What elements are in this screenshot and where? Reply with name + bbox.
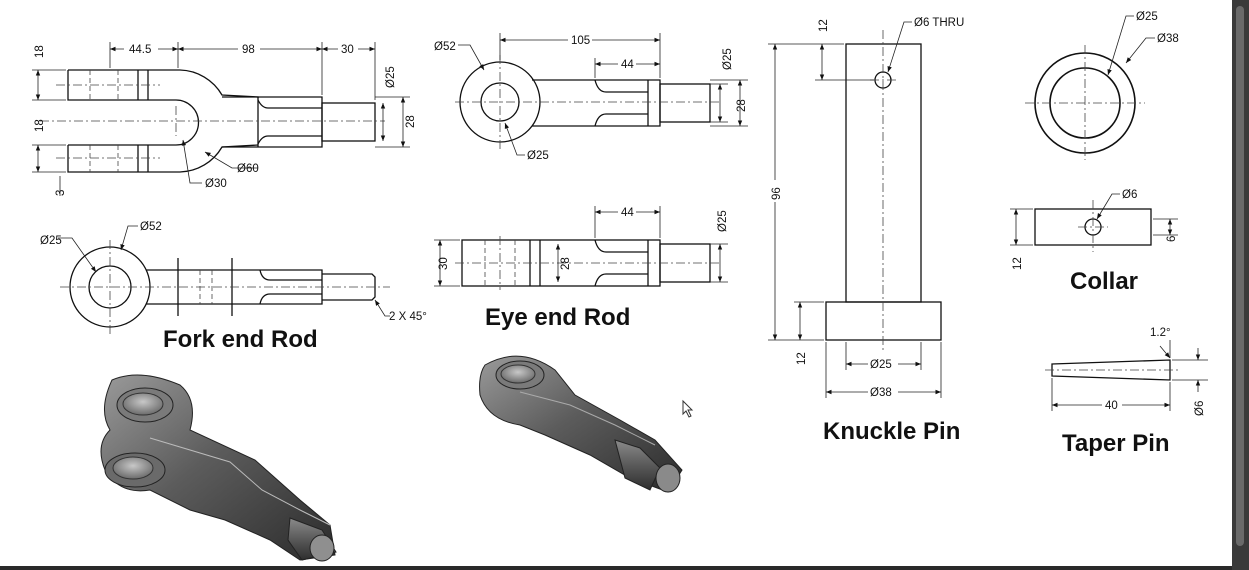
dim-dia-52-front: Ø52 xyxy=(140,221,162,233)
dim-96: 96 xyxy=(771,187,783,200)
dim-6-collar: 6 xyxy=(1166,236,1178,242)
dim-dia-60: Ø60 xyxy=(237,163,259,175)
dim-30: 30 xyxy=(341,44,354,56)
dim-dia-25-knuckle: Ø25 xyxy=(870,359,892,371)
title-knuckle-pin: Knuckle Pin xyxy=(823,418,960,445)
dim-taper-angle: 1.2° xyxy=(1150,327,1171,339)
dim-12-knuckle-bottom: 12 xyxy=(796,352,808,365)
dim-18-top: 18 xyxy=(34,45,46,58)
dim-chamfer: 2 X 45° xyxy=(389,311,427,323)
dim-44-top: 44 xyxy=(621,59,634,71)
dim-3: 3 xyxy=(55,190,67,196)
dim-dia-38-knuckle: Ø38 xyxy=(870,387,892,399)
dim-dia-25: Ø25 xyxy=(385,66,397,88)
dim-dia-30: Ø30 xyxy=(205,178,227,190)
dim-18-bottom: 18 xyxy=(34,119,46,132)
dim-dia-38-collar: Ø38 xyxy=(1157,33,1179,45)
dim-28: 28 xyxy=(405,115,417,128)
dim-12-knuckle-top: 12 xyxy=(818,19,830,32)
title-collar: Collar xyxy=(1070,268,1138,295)
dim-dia-6-collar: Ø6 xyxy=(1122,189,1137,201)
fork-end-rod-front-view: Ø25 Ø52 2 X 45° Fork end Rod xyxy=(40,221,427,353)
dim-98: 98 xyxy=(242,44,255,56)
fork-end-rod-top-view: 44.5 98 30 18 18 3 Ø25 28 Ø60 Ø30 xyxy=(32,42,417,196)
dim-dia-25-front: Ø25 xyxy=(40,235,62,247)
dim-44-5: 44.5 xyxy=(129,44,151,56)
dim-40-taper: 40 xyxy=(1105,400,1118,412)
title-fork-end-rod: Fork end Rod xyxy=(163,326,318,353)
dim-28-bottom: 28 xyxy=(560,257,572,270)
scrollbar-thumb[interactable] xyxy=(1236,6,1244,546)
mouse-cursor-icon xyxy=(682,399,694,418)
eye-end-rod-top-view: 105 44 Ø52 Ø25 Ø25 28 xyxy=(434,33,748,162)
dim-dia-52: Ø52 xyxy=(434,41,456,53)
eye-end-rod-3d-render xyxy=(479,355,683,493)
title-eye-end-rod: Eye end Rod xyxy=(485,304,630,331)
taper-pin-view: 1.2° 40 Ø6 Taper Pin xyxy=(1045,327,1208,457)
dim-12-collar: 12 xyxy=(1012,257,1024,270)
knuckle-pin-view: 12 96 12 Ø6 THRU Ø25 Ø38 Knuckle Pin xyxy=(768,17,964,445)
dim-dia-25-bottom: Ø25 xyxy=(717,210,729,232)
dim-dia-25-top: Ø25 xyxy=(722,48,734,70)
dim-dia-25-collar: Ø25 xyxy=(1136,11,1158,23)
dim-30-eye: 30 xyxy=(438,257,450,270)
dim-dia-6-taper: Ø6 xyxy=(1194,401,1206,416)
dim-dia-25-eye: Ø25 xyxy=(527,150,549,162)
title-taper-pin: Taper Pin xyxy=(1062,430,1170,457)
dim-28-top: 28 xyxy=(736,99,748,112)
eye-end-rod-front-view: 44 30 28 Ø25 Eye end Rod xyxy=(434,205,729,331)
dim-44-bottom: 44 xyxy=(621,207,634,219)
fork-end-rod-3d-render xyxy=(100,374,337,562)
dim-dia-6-thru: Ø6 THRU xyxy=(914,17,964,29)
collar-view: Ø25 Ø38 Ø6 12 6 Collar xyxy=(1010,11,1179,295)
dim-105: 105 xyxy=(571,35,590,47)
engineering-drawing: 44.5 98 30 18 18 3 Ø25 28 Ø60 Ø30 xyxy=(32,11,1208,562)
